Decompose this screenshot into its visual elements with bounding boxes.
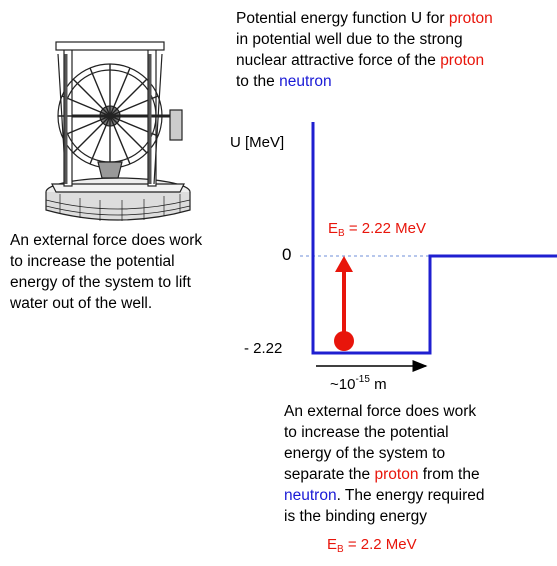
eb-subscript: B (338, 228, 345, 239)
proton-word: proton (440, 52, 485, 69)
proton-dot-icon (334, 331, 354, 351)
caption-left-line2: to increase the potential (10, 253, 175, 270)
caption-text: nuclear attractive force of the (236, 52, 441, 69)
caption-bottom: An external force does work to increase … (284, 401, 485, 527)
binding-energy-result: EB = 2.2 MeV (327, 536, 417, 555)
min-tick-label: - 2.22 (244, 340, 283, 357)
caption-text: . The energy required (336, 487, 485, 504)
caption-text: from the (418, 466, 480, 483)
eb-subscript: B (337, 544, 344, 555)
eb-value: = 2.2 MeV (343, 536, 417, 553)
well-water-wheel-icon (45, 41, 191, 221)
y-axis-label: U [MeV] (230, 134, 285, 151)
caption-top-line4: to the neutron (236, 71, 493, 92)
caption-left-line1: An external force does work (10, 232, 203, 249)
neutron-word: neutron (284, 487, 337, 504)
zero-tick-label: 0 (282, 245, 292, 264)
binding-energy-arrowhead (335, 256, 353, 272)
caption-bottom-line4: separate the proton from the (284, 464, 485, 485)
width-exponent: -15 (355, 374, 370, 385)
caption-bottom-line1: An external force does work (284, 403, 477, 420)
caption-top-line3: nuclear attractive force of the proton (236, 50, 493, 71)
caption-top-line2: in potential well due to the strong (236, 31, 463, 48)
caption-text: separate the (284, 466, 375, 483)
width-unit: m (369, 376, 387, 393)
caption-left: An external force does work to increase … (10, 230, 202, 314)
caption-top: Potential energy function U for proton i… (236, 8, 493, 92)
caption-left-line4: water out of the well. (10, 295, 153, 312)
caption-text: Potential energy function U for (236, 10, 449, 27)
caption-bottom-line6: is the binding energy (284, 508, 428, 525)
well-width-label: ~10-15 m (330, 374, 387, 393)
eb-value: = 2.22 MeV (344, 220, 426, 237)
caption-top-line1: Potential energy function U for proton (236, 8, 493, 29)
eb-symbol: E (327, 536, 338, 553)
eb-symbol: E (328, 220, 339, 237)
proton-word: proton (374, 466, 419, 483)
proton-word: proton (448, 10, 493, 27)
caption-text: to the (236, 73, 280, 90)
potential-well-curve (311, 122, 557, 355)
width-prefix: ~10 (330, 376, 356, 393)
caption-bottom-line2: to increase the potential (284, 424, 449, 441)
neutron-word: neutron (279, 73, 332, 90)
caption-bottom-line5: neutron. The energy required (284, 485, 485, 506)
caption-bottom-line3: energy of the system to (284, 445, 446, 462)
binding-energy-label: EB = 2.22 MeV (328, 220, 426, 239)
caption-left-line3: energy of the system to lift (10, 274, 191, 291)
